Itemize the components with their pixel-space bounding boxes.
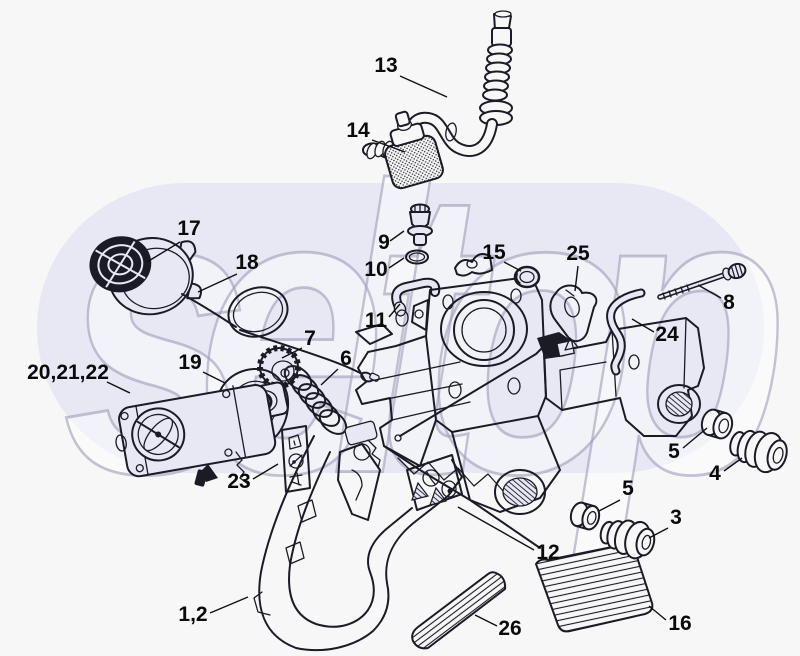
part-information-label <box>281 425 311 493</box>
part-tank-vent <box>407 203 433 246</box>
part-fuel-cap <box>89 236 203 316</box>
callout-12: 12 <box>536 541 559 564</box>
part-lever-bracket <box>549 284 598 351</box>
part-fuel-filter <box>384 110 444 190</box>
callout-5-upper: 5 <box>668 440 680 463</box>
callout-3: 3 <box>670 506 682 529</box>
callout-6: 6 <box>340 347 352 370</box>
callout-24: 24 <box>655 323 679 346</box>
part-plug-grommet <box>513 265 541 289</box>
callout-labels: 13 14 17 18 9 10 11 15 25 8 24 7 6 19 20… <box>27 54 735 640</box>
callout-5-lower: 5 <box>622 477 634 500</box>
leader-lines <box>106 75 743 627</box>
callout-23: 23 <box>227 470 250 493</box>
callout-26: 26 <box>498 617 521 640</box>
part-tank-housing <box>344 253 705 549</box>
part-carburetor <box>115 381 289 487</box>
callout-19: 19 <box>178 351 201 374</box>
part-cover-pad <box>534 543 654 633</box>
watermark-text: seltop <box>62 102 782 561</box>
callout-18: 18 <box>235 251 259 274</box>
callout-1-2: 1,2 <box>178 603 207 626</box>
callout-10: 10 <box>364 258 387 281</box>
callout-8: 8 <box>723 291 735 314</box>
callout-20-21-22: 20,21,22 <box>27 361 109 384</box>
callout-11: 11 <box>365 309 388 332</box>
part-grip-strip <box>411 571 507 650</box>
callout-7: 7 <box>304 327 316 350</box>
callout-25: 25 <box>566 242 590 265</box>
callout-15: 15 <box>482 241 506 264</box>
callout-13: 13 <box>374 54 397 77</box>
part-vent-hose <box>606 288 646 376</box>
callout-9: 9 <box>378 231 390 254</box>
part-elbow-connector <box>391 277 441 317</box>
part-handle-housing <box>253 435 463 652</box>
callout-14: 14 <box>346 119 370 142</box>
part-screw <box>657 262 747 300</box>
callout-16: 16 <box>668 612 691 635</box>
part-annular-buffer-lower <box>599 519 656 560</box>
callout-17: 17 <box>177 217 200 240</box>
part-annular-buffer-upper <box>729 429 788 474</box>
part-sealing-ring <box>405 249 429 265</box>
part-bushing-lower <box>569 501 601 531</box>
callout-4: 4 <box>709 462 721 485</box>
